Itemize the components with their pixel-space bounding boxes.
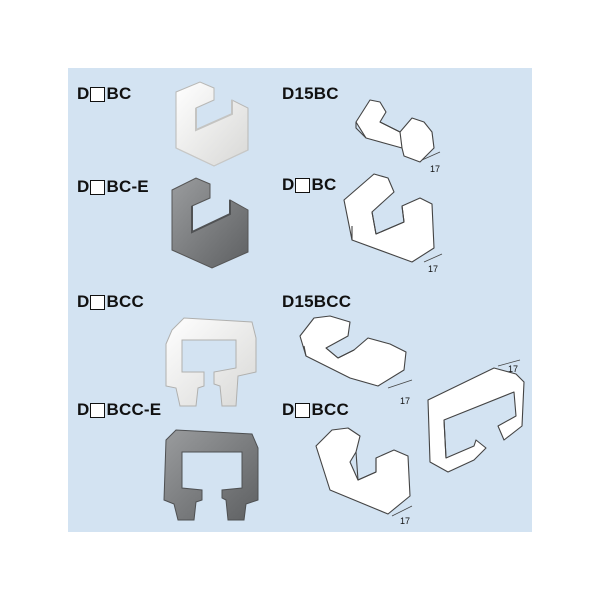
dim-d15bcc: 17 <box>400 396 410 406</box>
label-prefix: D <box>77 400 90 419</box>
placeholder-box <box>90 402 106 418</box>
label-suffix: BC <box>106 84 132 103</box>
label-d-bc-right: D BC <box>282 175 336 195</box>
label-prefix: D <box>282 400 295 419</box>
placeholder-box <box>295 402 311 418</box>
label-prefix: D <box>282 175 295 194</box>
label-suffix: BCC-E <box>106 400 162 419</box>
label-d-bcc-e: D BCC-E <box>77 400 161 420</box>
label-d15bcc: D15BCC <box>282 292 352 311</box>
dim-d15bc: 17 <box>430 164 440 174</box>
label-d15bc: D15BC <box>282 84 339 103</box>
dim-d-bc: 17 <box>428 264 438 274</box>
label-d-bc-e: D BC-E <box>77 177 149 197</box>
placeholder-box <box>90 86 106 102</box>
label-suffix: BC-E <box>106 177 149 196</box>
label-d-bcc: D BCC <box>77 292 144 312</box>
label-d-bcc-right: D BCC <box>282 400 349 420</box>
label-suffix: BCC <box>311 400 349 419</box>
placeholder-box <box>295 177 311 193</box>
label-d-bc: D BC <box>77 84 131 104</box>
placeholder-box <box>90 179 106 195</box>
placeholder-box <box>90 294 106 310</box>
label-prefix: D <box>77 292 90 311</box>
dim-large: 17 <box>508 364 518 374</box>
label-suffix: BC <box>311 175 337 194</box>
label-suffix: BCC <box>106 292 144 311</box>
label-prefix: D <box>77 177 90 196</box>
dim-d-bcc: 17 <box>400 516 410 526</box>
label-prefix: D <box>77 84 90 103</box>
